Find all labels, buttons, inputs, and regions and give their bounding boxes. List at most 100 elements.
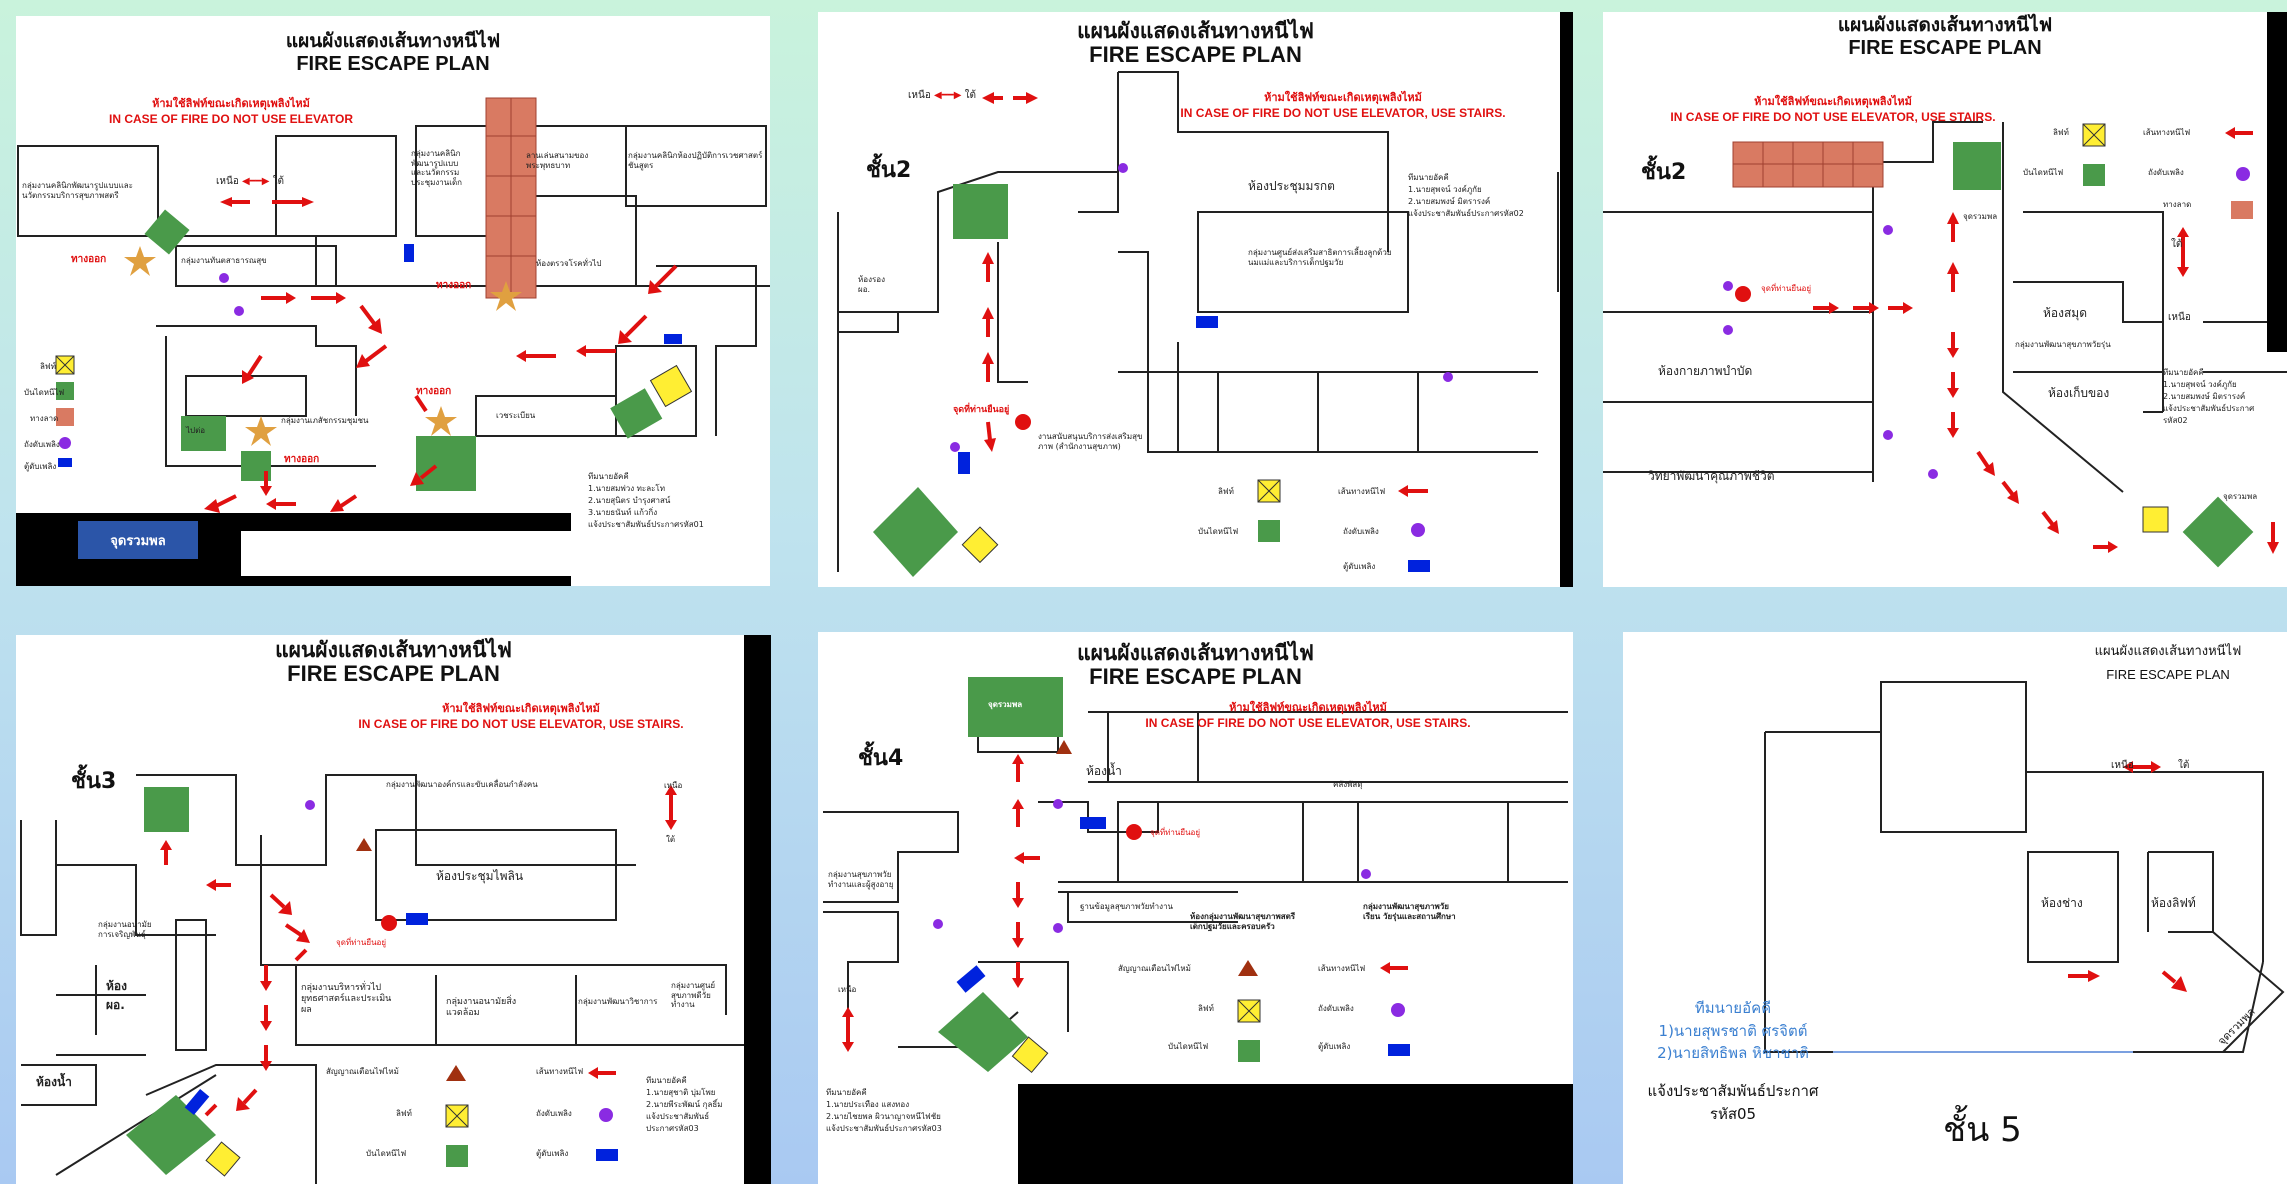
fire-team-list: ทีมนายอัคคี1.นายประเทือง แสงทอง 2.นายไชย… bbox=[826, 1088, 942, 1133]
compass-north: เหนือ bbox=[664, 781, 683, 790]
legend-label: บันไดหนีไฟ bbox=[366, 1149, 407, 1158]
compass-north: ใต้ bbox=[2171, 239, 2183, 250]
exit-label: ทางออก bbox=[71, 254, 107, 265]
room-label: ห้องประชุมไพลิน bbox=[436, 869, 524, 883]
legend-label: ถังดับเพลิง bbox=[24, 440, 60, 449]
legend-label: ลิฟท์ bbox=[396, 1109, 412, 1118]
legend-label: ถังดับเพลิง bbox=[1343, 527, 1379, 536]
assembly-point-label: จุดรวมพล bbox=[2223, 492, 2258, 501]
room-label: ห้องน้ำ bbox=[36, 1075, 72, 1089]
escape-route-arrows bbox=[982, 92, 1038, 452]
legend-label: บันไดหนีไฟ bbox=[2023, 168, 2064, 177]
room-label: กลุ่มงานพัฒนาองค์กรและขับเคลื่อนกำลังคน bbox=[386, 780, 538, 789]
room-label: ห้องกายภาพบำบัด bbox=[1658, 364, 1753, 378]
compass-south: ใต้ bbox=[666, 835, 676, 844]
legend-label: เส้นทางหนีไฟ bbox=[536, 1067, 584, 1076]
legend-label: ถังดับเพลิง bbox=[536, 1109, 572, 1118]
stairs-icon bbox=[953, 184, 1008, 239]
escape-route-arrows bbox=[204, 197, 678, 513]
stairs-icon bbox=[610, 388, 663, 439]
compass-north: เหนือ bbox=[838, 985, 857, 994]
room-label: กลุ่มงานอนามัยสิ่งแวดล้อม bbox=[446, 997, 517, 1018]
room-label: กลุ่มงานคลินิกพัฒนารูปแบบและนวัตกรรมประช… bbox=[411, 149, 463, 187]
panel-4-floorplan bbox=[20, 635, 771, 1184]
compass-south: ใต้ bbox=[2178, 760, 2190, 771]
you-are-here-label: จุดที่ท่านยืนอยู่ bbox=[1150, 828, 1201, 837]
fire-team-list: ทีมนายอัคคี1.นายสุชาติ บุ่มโพย 2.นายพีระ… bbox=[646, 1076, 723, 1133]
you-are-here-marker bbox=[1735, 286, 1751, 302]
legend-label: ลิฟท์ bbox=[40, 362, 56, 371]
legend-label: ถังดับเพลิง bbox=[1318, 1004, 1354, 1013]
legend-label: ตู้ดับเพลิง bbox=[1318, 1042, 1351, 1051]
elevator-warning: ห้ามใช้ลิฟท์ขณะเกิดเหตุเพลิงไหม้IN CASE … bbox=[108, 98, 354, 126]
room-label: ห้องรอง ผอ. bbox=[858, 275, 885, 294]
stairs-icon bbox=[144, 787, 189, 832]
you-are-here-label: จุดที่ท่านยืนอยู่ bbox=[336, 938, 387, 947]
escape-route-arrows bbox=[160, 840, 310, 1117]
elevator-icon bbox=[961, 526, 999, 564]
room-label: วิทยาพัฒนาคุณภาพชีวิต bbox=[1648, 469, 1775, 483]
room-label: กลุ่มงานทันตสาธารณสุข bbox=[181, 256, 267, 265]
elevator-warning: ห้ามใช้ลิฟท์ขณะเกิดเหตุเพลิงไหม้IN CASE … bbox=[1180, 92, 1506, 120]
room-label: ห้องกลุ่มงานพัฒนาสุขภาพสตรี เด็กปฐมวัยแล… bbox=[1190, 912, 1296, 931]
room-label: ห้องลิฟท์ bbox=[2151, 896, 2196, 910]
fire-alarm-icon bbox=[356, 838, 372, 851]
elevator-warning: ห้ามใช้ลิฟท์ขณะเกิดเหตุเพลิงไหม้IN CASE … bbox=[1145, 702, 1471, 730]
floor-number: ชั้น 5 bbox=[1943, 1110, 2022, 1150]
compass-north: เหนือ bbox=[2111, 760, 2134, 771]
elevator-icon bbox=[2142, 506, 2169, 533]
you-are-here-marker bbox=[381, 915, 397, 931]
compass-south: เหนือ bbox=[2168, 312, 2191, 323]
exit-star-icon bbox=[124, 246, 522, 446]
you-are-here-label: จุดที่ท่านยืนอยู่ bbox=[953, 405, 1010, 415]
exit-label: ทางออก bbox=[284, 454, 320, 465]
room-label: ห้องสมุด bbox=[2043, 306, 2088, 320]
floor-number: ชั้น2 bbox=[866, 158, 912, 183]
room-label: งานสนับสนุนบริการส่งเสริมสุขภาพ (สำนักงา… bbox=[1038, 432, 1143, 451]
fire-team-list: ทีมนายอัคคี1.นายสมพ่วง ทะละโท 2.นายสุนิต… bbox=[588, 472, 704, 529]
room-label: กลุ่มงานพัฒนาสุขภาพวัยรุ่น bbox=[2015, 340, 2111, 349]
exit-label: ทางออก bbox=[436, 280, 472, 291]
compass-north: เหนือ ◀━━▶ ใต้ bbox=[216, 176, 285, 187]
announce-code: แจ้งประชาสัมพันธ์ประกาศรหัส05 bbox=[1647, 1082, 1819, 1123]
fire-alarm-icon bbox=[1056, 740, 1072, 754]
panel-1-floorplan bbox=[16, 97, 770, 586]
panel-3-floorplan bbox=[1603, 12, 2287, 568]
elevator-icon bbox=[1011, 1036, 1049, 1074]
room-label: ห้องตรวจโรคทั่วไป bbox=[536, 259, 602, 268]
legend-label: ทางลาด bbox=[30, 414, 59, 423]
legend-label: สัญญาณเตือนไฟไหม้ bbox=[326, 1067, 399, 1076]
you-are-here-marker bbox=[1015, 414, 1031, 430]
room-label: กลุ่มงานอนามัยการเจริญพันธุ์ bbox=[98, 920, 152, 939]
legend-label: ทางลาด bbox=[2163, 200, 2192, 209]
room-label: ห้อง ผอ. bbox=[106, 979, 127, 1012]
legend-label: บันไดหนีไฟ bbox=[1168, 1042, 1209, 1051]
assembly-point-label: จุดรวมพล bbox=[988, 700, 1023, 709]
room-label: ห้องน้ำ bbox=[1086, 764, 1122, 778]
legend-label: บันไดหนีไฟ bbox=[1198, 527, 1239, 536]
room-label: เวชระเบียน bbox=[496, 411, 536, 420]
room-label: กลุ่มงานพัฒนาสุขภาพวัยเรียน วัยรุ่นและสถ… bbox=[1363, 902, 1456, 921]
panel-5-floorplan bbox=[818, 677, 1573, 1184]
legend-label: เส้นทางหนีไฟ bbox=[2143, 128, 2191, 137]
you-are-here-marker bbox=[1126, 824, 1142, 840]
assembly-point-label: จุดรวมพล bbox=[1963, 212, 1998, 221]
stairs-icon bbox=[1953, 142, 2001, 190]
stairs-icon bbox=[126, 1095, 216, 1175]
legend-label: บันไดหนีไฟ bbox=[24, 388, 65, 397]
assembly-point-label: จุดรวมพล bbox=[78, 521, 198, 559]
you-are-here-label: จุดที่ท่านยืนอยู่ bbox=[1761, 284, 1812, 293]
floor-number: ชั้น3 bbox=[71, 769, 117, 794]
stairs-icon bbox=[873, 487, 958, 577]
room-label: กลุ่มงานเภสัชกรรมชุมชน bbox=[281, 416, 369, 425]
fire-team-list: ทีมนายอัคคี1.นายสุพจน์ วงค์ภูกัย 2.นายสม… bbox=[1408, 173, 1524, 218]
stairs-icon bbox=[144, 209, 190, 255]
room-label: กลุ่มงานศูนย์ส่งเสริมสาธิตการเลี้ยงลูกด้… bbox=[1248, 248, 1392, 267]
stairs-icon bbox=[416, 436, 476, 491]
